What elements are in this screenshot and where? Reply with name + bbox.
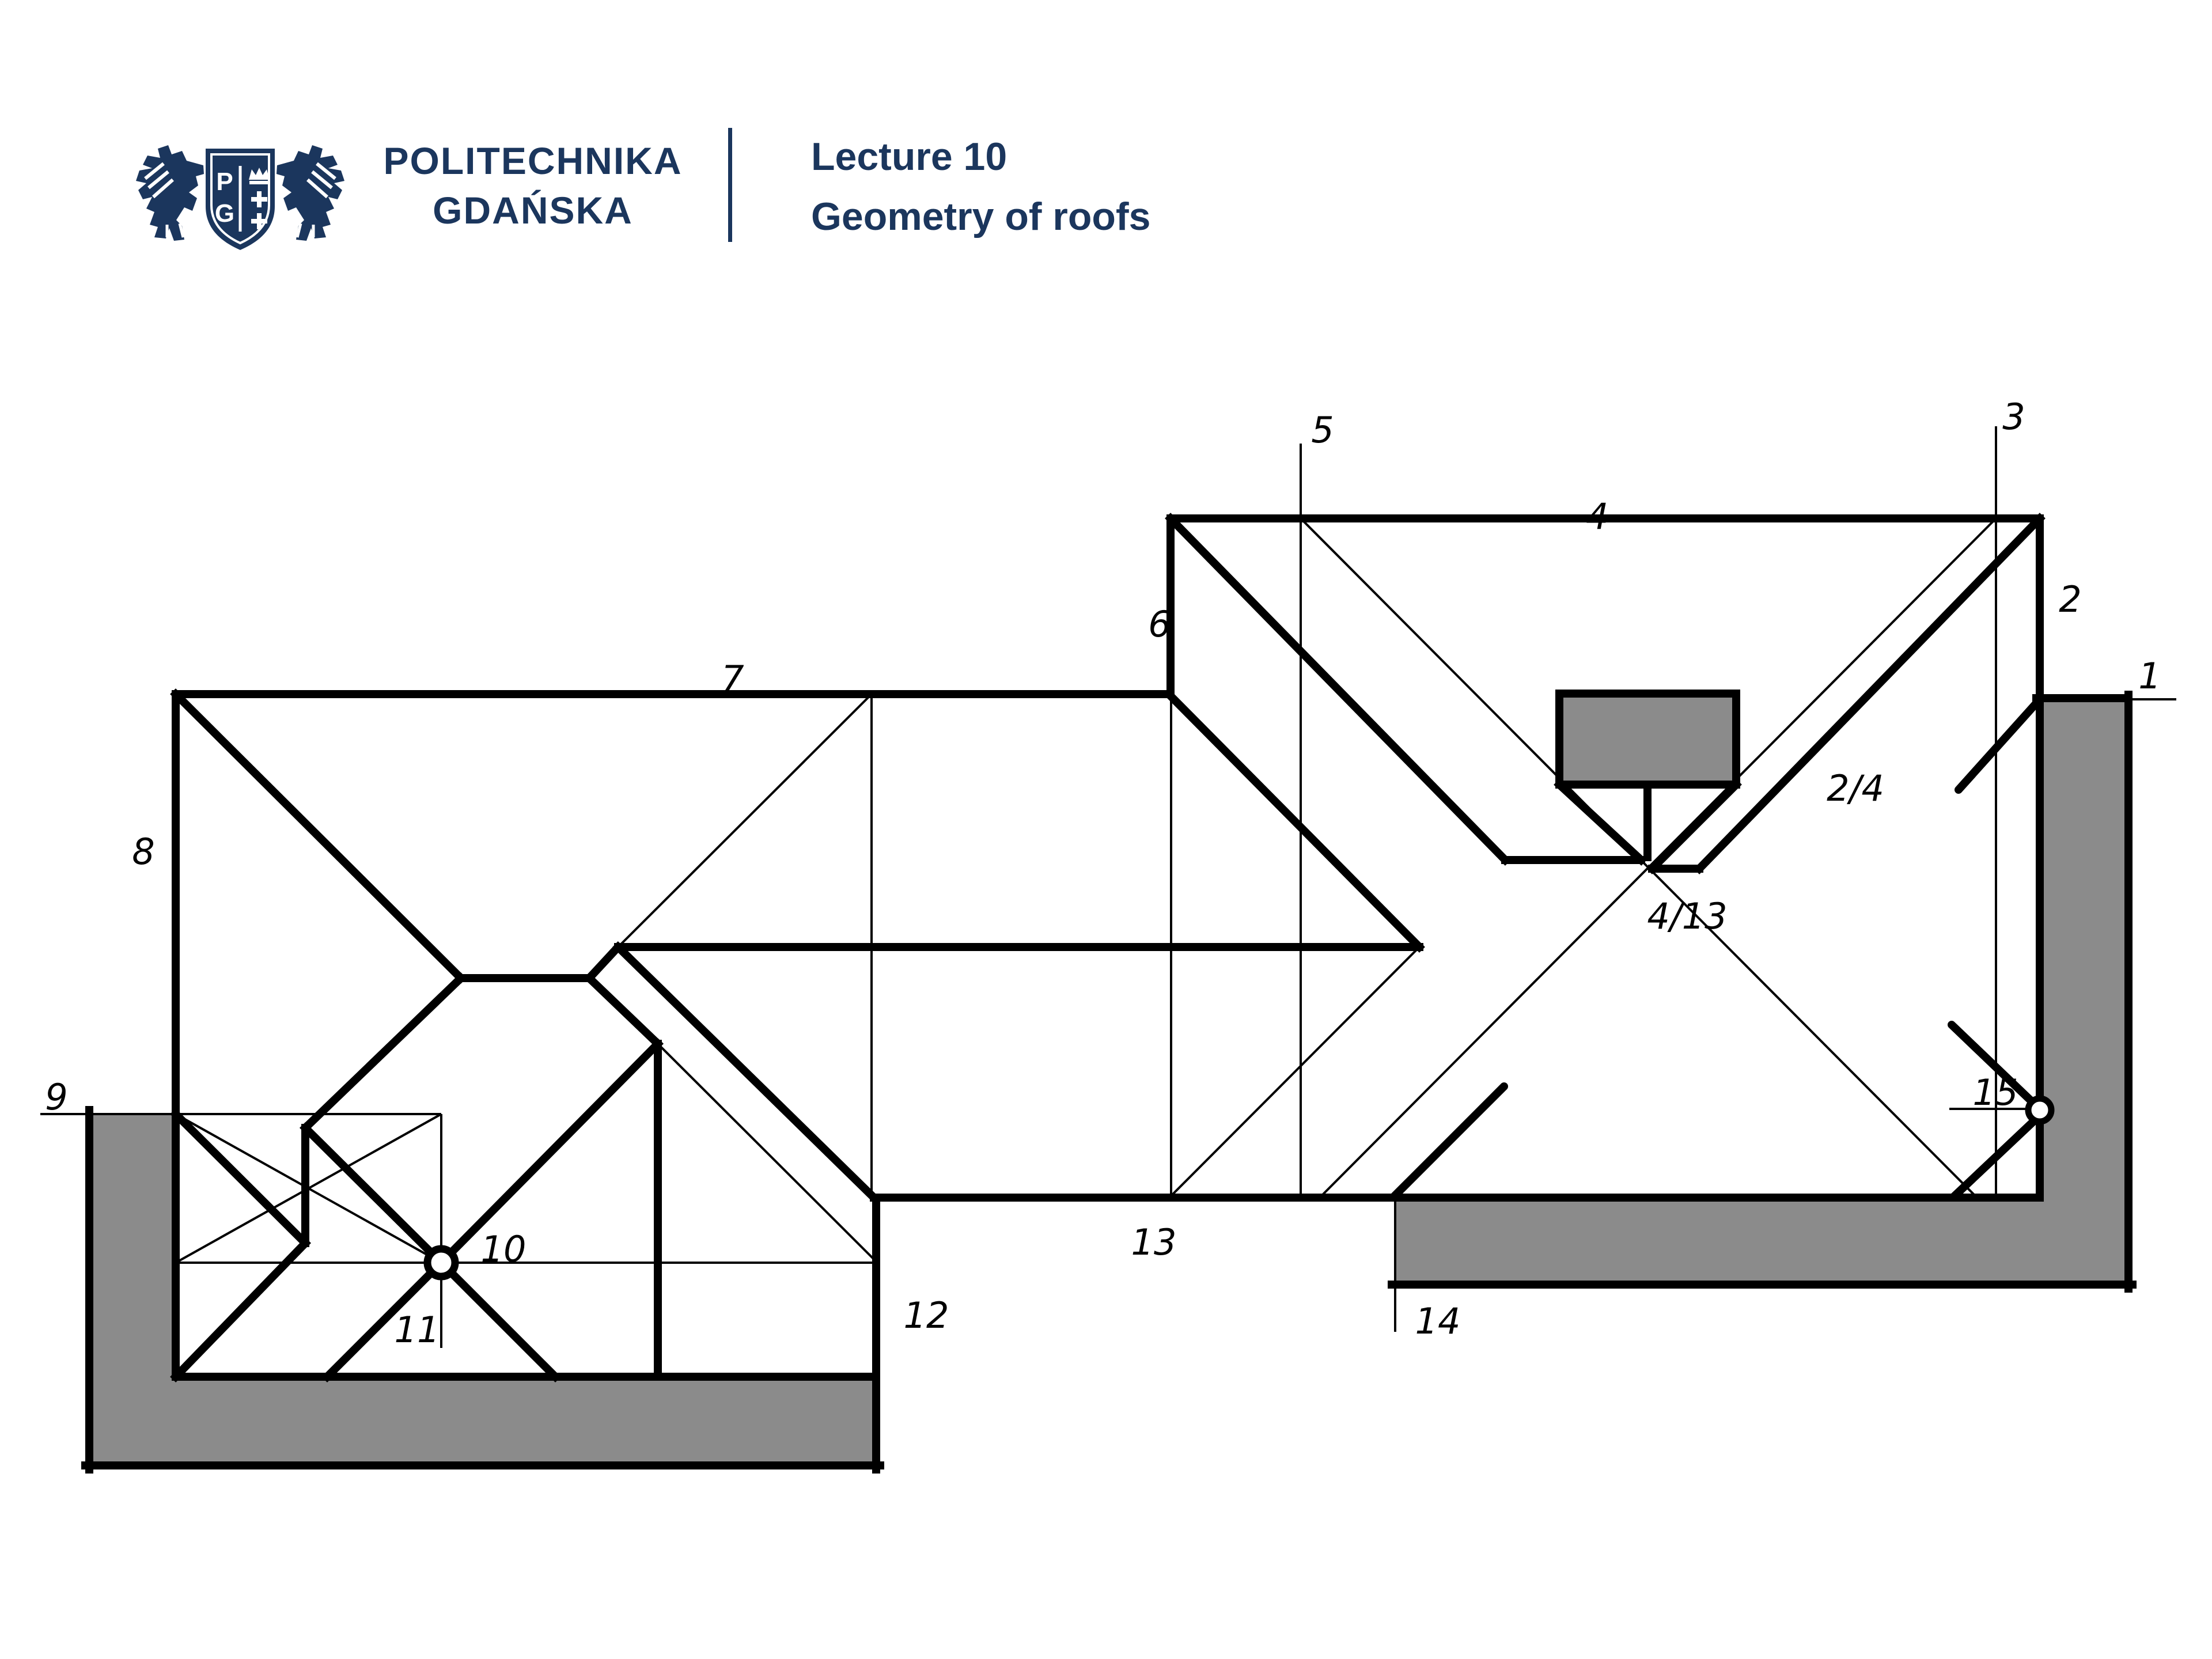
roof-edge-line <box>170 1108 311 1249</box>
roof-label-2-4: 2/4 <box>1827 767 1884 809</box>
roof-label-8: 8 <box>132 831 154 873</box>
auxiliary-line <box>617 693 873 948</box>
university-logo: P G <box>136 145 344 250</box>
roof-edge-line <box>1165 513 1511 866</box>
logo-letter-g: G <box>215 199 234 228</box>
roof-edge-segment <box>1949 1116 2039 1202</box>
roof-edge-line <box>584 972 664 1050</box>
roof-label-4-13: 4/13 <box>1647 895 1727 937</box>
node-marker-2 <box>2025 1095 2055 1125</box>
roof-edge-line <box>435 1257 561 1382</box>
roof-edge-line <box>1694 513 2046 874</box>
roof-label-10: 10 <box>481 1228 527 1270</box>
roof-edge-segment <box>1391 1082 1508 1200</box>
roof-edge-line <box>1554 779 1647 866</box>
roof-label-13: 13 <box>1131 1221 1177 1263</box>
roof-edge-line <box>584 941 624 984</box>
lecture-header: Lecture 10 Geometry of roofs <box>811 137 1150 236</box>
university-name-line2: GDAŃSKA <box>433 189 633 232</box>
roof-edge-line <box>170 688 467 984</box>
roof-label-1: 1 <box>2138 655 2161 697</box>
roof-edge-line <box>1646 779 1742 874</box>
lecture-title: Lecture 10 <box>811 135 1007 179</box>
roof-edge-line <box>321 1257 447 1382</box>
roof-label-2: 2 <box>2059 578 2081 620</box>
university-name: POLITECHNIKA GDAŃSKA <box>369 136 697 235</box>
roof-label-4: 4 <box>1586 495 1608 537</box>
roof-edge-line <box>1165 690 1425 953</box>
roof-edge-line <box>612 941 880 1203</box>
roof-edge-line <box>300 972 467 1134</box>
gdansk-crest-icon <box>249 168 270 229</box>
auxiliary-line <box>657 1043 877 1263</box>
chimney <box>1555 690 1740 789</box>
roof-edge-segment <box>1948 1021 2036 1105</box>
roof-label-12: 12 <box>904 1294 949 1336</box>
pg-shield-icon: P G <box>206 149 275 250</box>
lecture-subtitle: Geometry of roofs <box>811 195 1151 238</box>
roof-edge-line <box>300 1122 447 1268</box>
university-name-line1: POLITECHNIKA <box>383 139 683 182</box>
roof-label-14: 14 <box>1415 1300 1461 1342</box>
lion-right-icon <box>276 145 344 241</box>
lion-left-icon <box>136 145 204 241</box>
roof-label-5: 5 <box>1311 409 1334 451</box>
roof-label-7: 7 <box>721 658 744 700</box>
terrace-area-right <box>1395 698 2128 1285</box>
roof-label-9: 9 <box>45 1076 67 1118</box>
roof-label-6: 6 <box>1148 603 1171 645</box>
auxiliary-line <box>1170 946 1421 1197</box>
header-divider <box>728 128 732 242</box>
logo-letter-p: P <box>216 168 233 196</box>
node-marker-1 <box>423 1245 459 1281</box>
roof-label-11: 11 <box>395 1309 440 1351</box>
roof-edge-line <box>435 1038 664 1268</box>
roof-label-3: 3 <box>2002 396 2025 438</box>
terrace-area-left <box>89 1114 876 1469</box>
roof-edge-segment <box>1955 695 2044 794</box>
roof-edge-line <box>170 1237 311 1382</box>
roof-label-15: 15 <box>1973 1071 2018 1113</box>
